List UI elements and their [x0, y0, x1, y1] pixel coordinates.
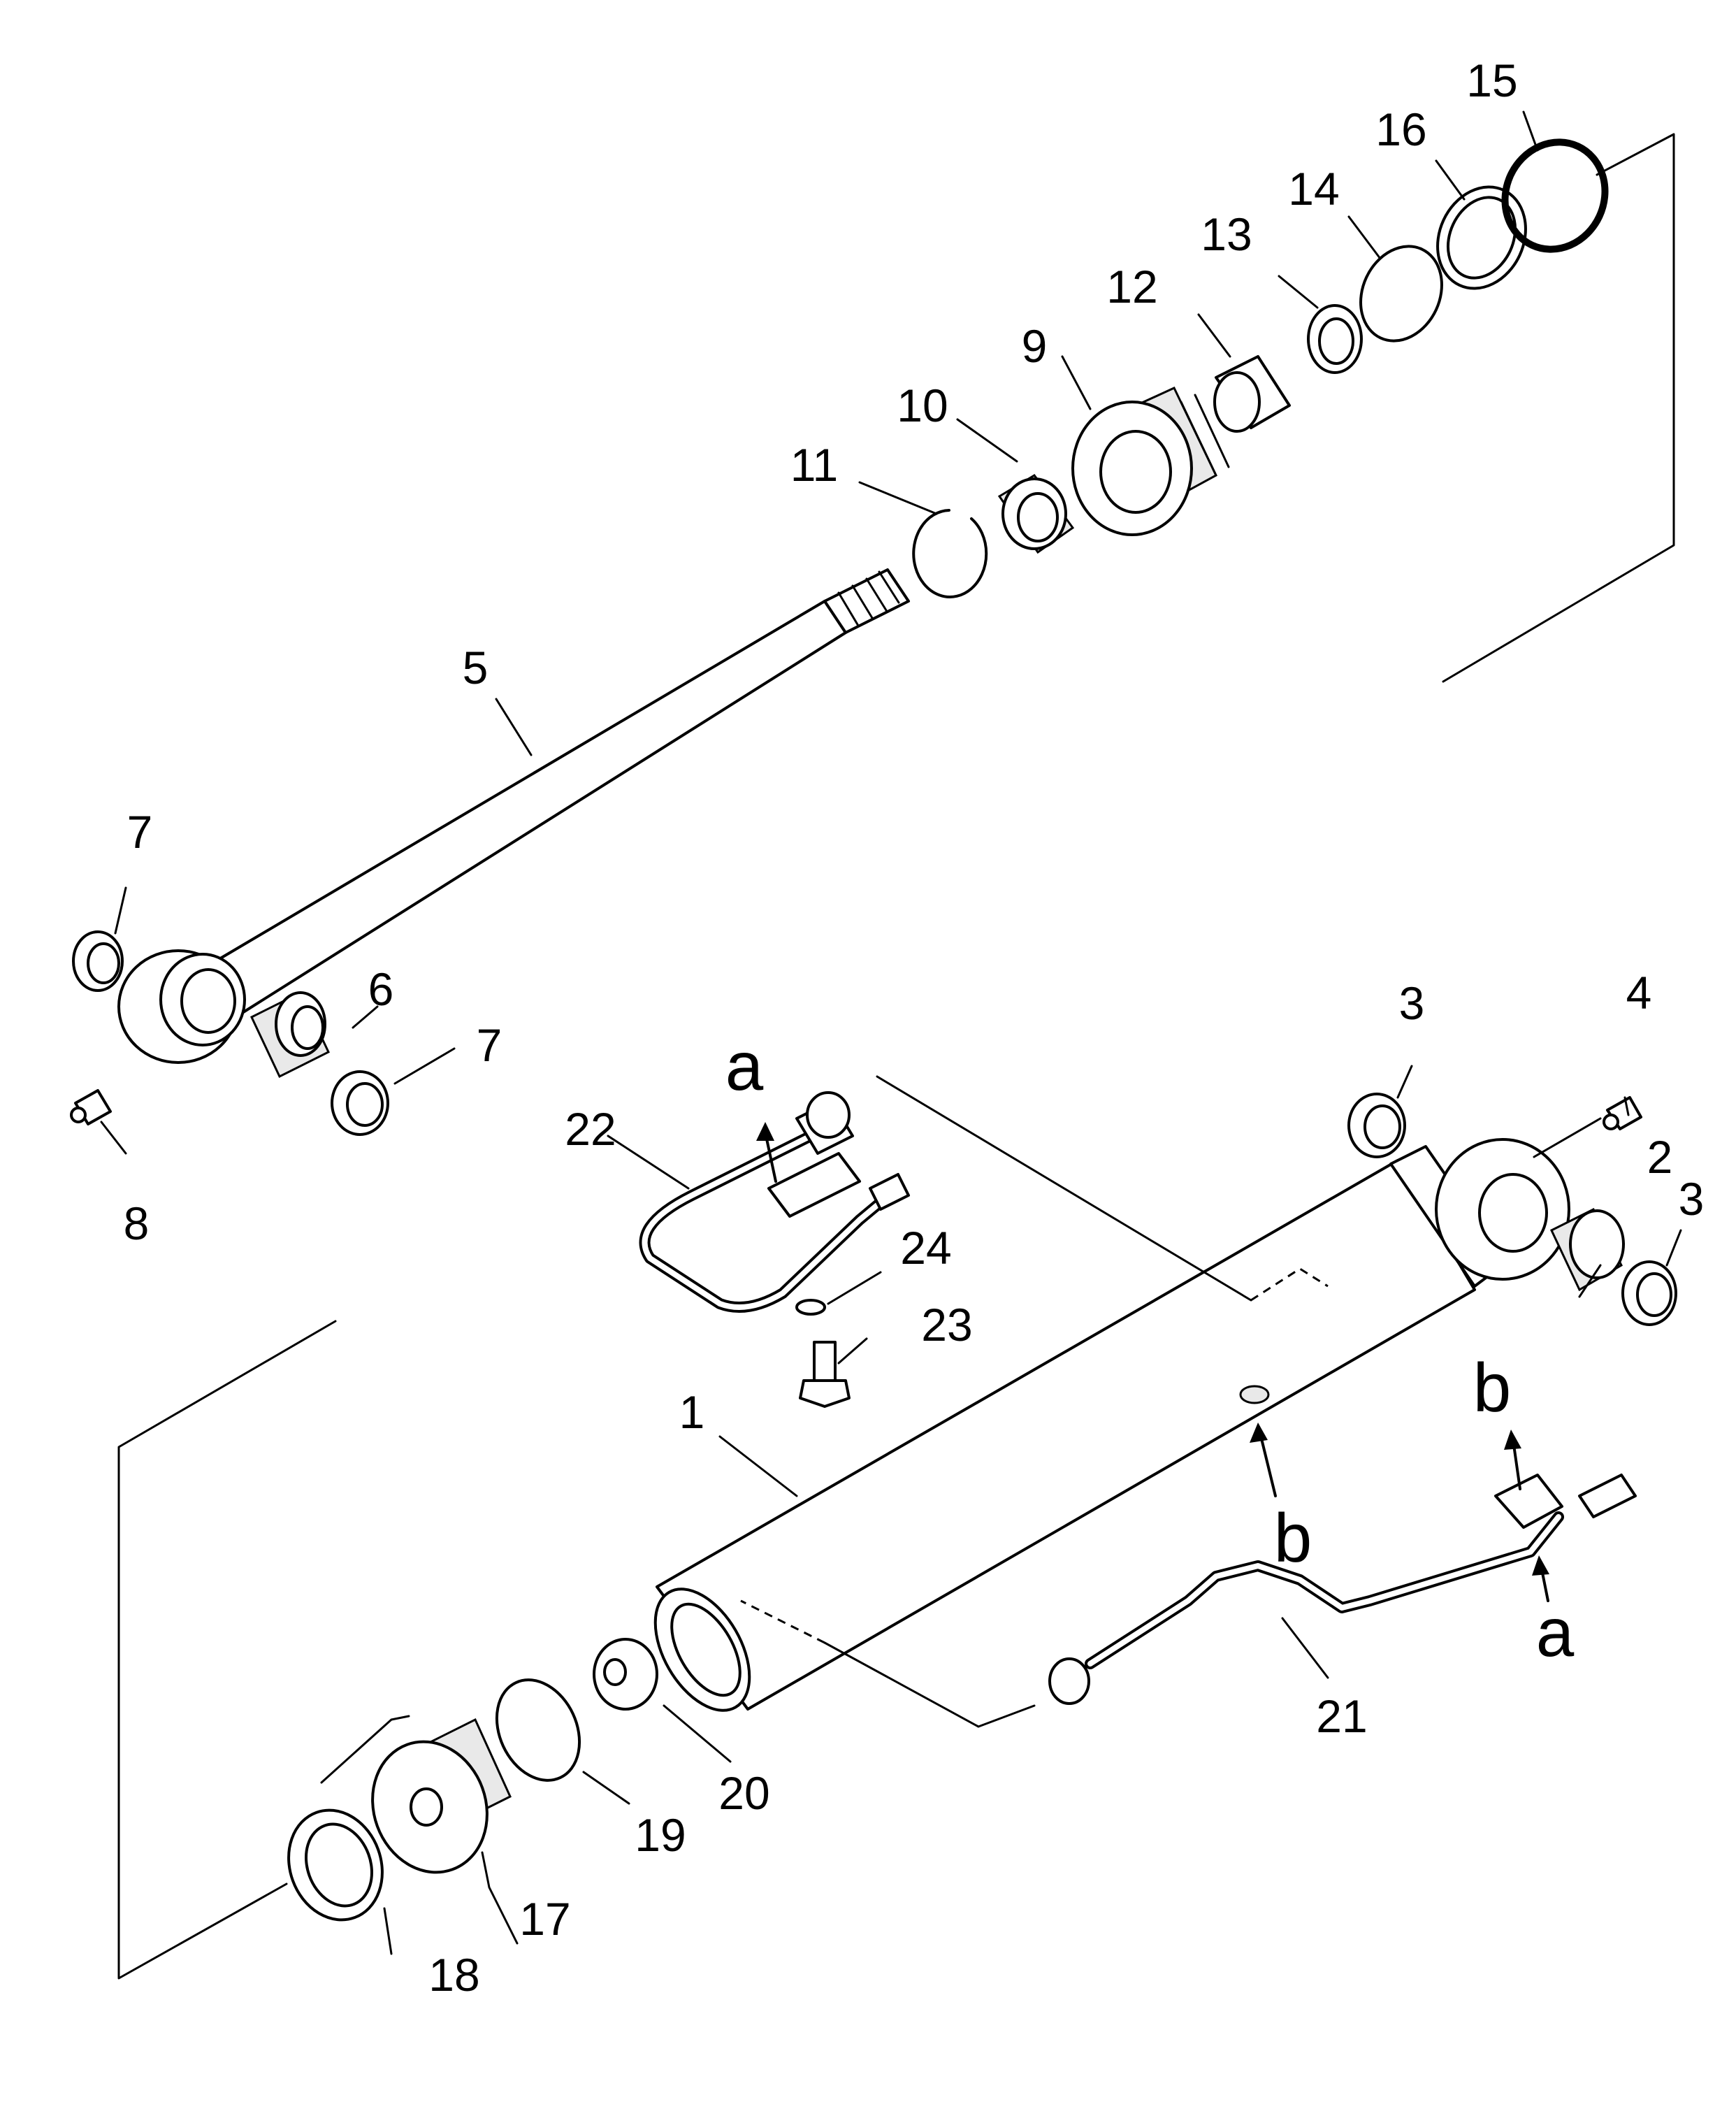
- cylinder-tube-1-part: [653, 1138, 1570, 1712]
- arrow-head-a-pipe21: [1532, 1555, 1549, 1576]
- piston-17-part: [371, 1718, 512, 1874]
- label-part-19: 19: [635, 1809, 686, 1861]
- label-part-16: 16: [1375, 103, 1426, 155]
- spacer-12-part: [1213, 355, 1291, 433]
- label-part-8: 8: [124, 1197, 150, 1249]
- seal-18-part: [287, 1808, 384, 1922]
- arrow-head-b-pipe21: [1504, 1430, 1521, 1450]
- washer-24-part: [795, 1299, 826, 1316]
- label-part-6: 6: [368, 963, 394, 1015]
- label-part-14: 14: [1288, 163, 1339, 215]
- ring-15-part: [1501, 138, 1609, 253]
- seal-3-lower-part: [1621, 1260, 1677, 1326]
- label-part-23: 23: [921, 1299, 972, 1351]
- label-part-5: 5: [463, 642, 489, 693]
- pipe-21-part: [1048, 1474, 1637, 1705]
- hidden-port-line: [1250, 1267, 1329, 1302]
- bushing-10-part: [997, 474, 1075, 554]
- label-part-20: 20: [718, 1767, 769, 1819]
- assembly-bracket-line-upper: [1442, 133, 1675, 683]
- seal-7-upper-part: [72, 930, 124, 992]
- label-part-22: 22: [565, 1103, 616, 1155]
- leader-pipe22-to-tube: [876, 1075, 1252, 1302]
- pipe-22-part: [639, 1091, 910, 1313]
- label-part-17: 17: [519, 1893, 570, 1945]
- label-part-4: 4: [1626, 967, 1652, 1018]
- arrow-head-a-upper: [756, 1122, 774, 1141]
- bolt-23-part: [799, 1341, 851, 1408]
- seal-3-upper-part: [1347, 1093, 1406, 1158]
- label-part-3-upper: 3: [1399, 977, 1425, 1029]
- assembly-bracket-line-lower: [117, 1320, 337, 1980]
- arrow-b-tube: [1259, 1432, 1277, 1497]
- label-part-24: 24: [900, 1222, 951, 1274]
- grease-fitting-8-part: [70, 1089, 112, 1125]
- ring-19-part: [495, 1678, 581, 1782]
- bushing-2-part: [1550, 1207, 1625, 1292]
- label-part-1: 1: [679, 1386, 705, 1438]
- cylinder-head-9-part: [1071, 387, 1230, 536]
- bushing-6-part: [250, 991, 330, 1079]
- label-part-11: 11: [790, 439, 839, 491]
- label-part-7-upper: 7: [127, 806, 153, 858]
- grease-fitting-4-part: [1603, 1096, 1642, 1130]
- label-part-2: 2: [1647, 1131, 1673, 1183]
- label-part-10: 10: [897, 380, 948, 431]
- label-part-3-lower: 3: [1679, 1173, 1705, 1225]
- arrow-head-b-tube: [1250, 1423, 1268, 1443]
- ring-14-part: [1359, 245, 1443, 343]
- mark-b-tube: b: [1274, 1499, 1312, 1576]
- label-part-7-lower: 7: [477, 1019, 502, 1071]
- label-part-13: 13: [1201, 208, 1252, 260]
- seal-7-lower-part: [331, 1070, 389, 1136]
- hidden-tube-line: [740, 1599, 825, 1644]
- leader-pipe21-to-tube: [823, 1641, 1036, 1728]
- label-part-21: 21: [1316, 1690, 1367, 1742]
- mark-b-pipe21: b: [1473, 1349, 1512, 1426]
- label-part-12: 12: [1106, 261, 1157, 312]
- label-part-18: 18: [428, 1949, 479, 2001]
- leader-lines: [100, 110, 1682, 1955]
- label-part-15: 15: [1466, 55, 1517, 106]
- mark-a-upper: a: [725, 1028, 764, 1104]
- label-part-9: 9: [1022, 320, 1048, 372]
- bushing-13-part: [1307, 304, 1363, 374]
- piston-rod-part: [117, 568, 910, 1064]
- mark-a-pipe21: a: [1536, 1594, 1575, 1671]
- snap-ring-11-part: [912, 509, 988, 598]
- nut-20-part: [593, 1638, 658, 1711]
